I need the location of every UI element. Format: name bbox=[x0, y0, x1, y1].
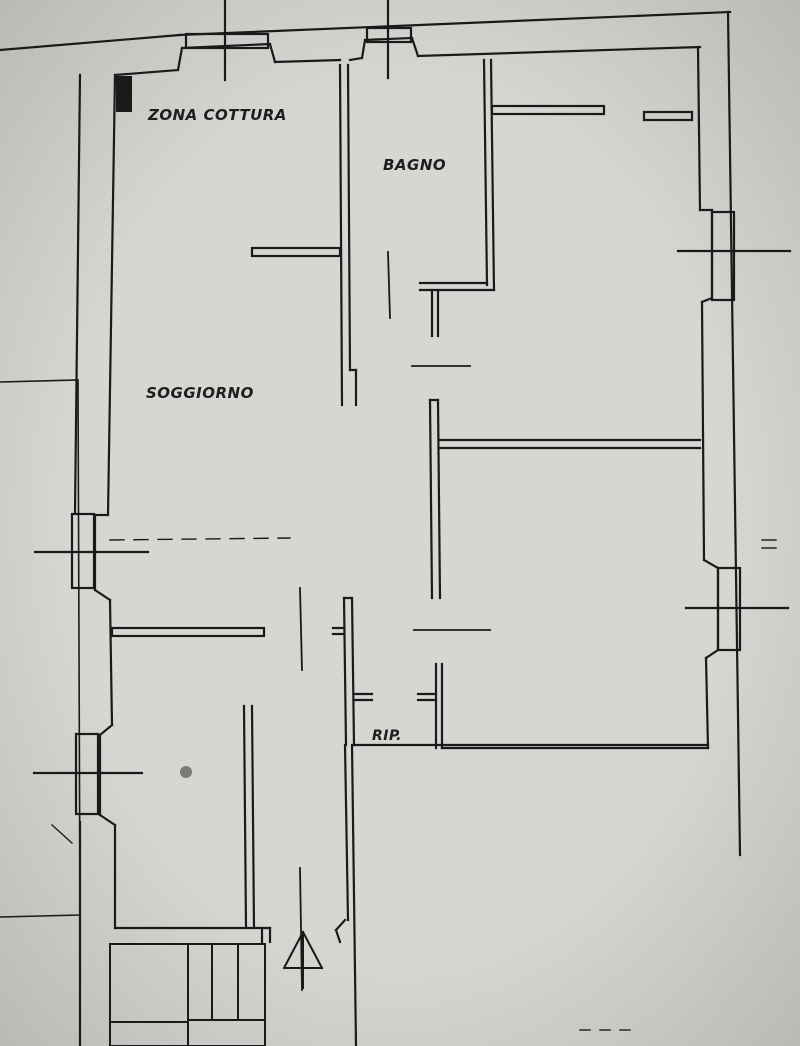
wall-bedroom-divider bbox=[438, 438, 702, 450]
wall-corridor-right bbox=[428, 398, 442, 600]
wall-kitchen-bath bbox=[338, 63, 358, 407]
window-top-kitchen bbox=[184, 0, 270, 82]
opening-markers bbox=[299, 251, 491, 991]
label-zona-cottura: ZONA COTTURA bbox=[147, 106, 287, 124]
pencil-dot bbox=[180, 766, 192, 778]
wall-storage bbox=[331, 596, 710, 750]
wall-entrance-right bbox=[334, 743, 358, 1046]
label-soggiorno: SOGGIORNO bbox=[146, 384, 254, 402]
label-bagno: BAGNO bbox=[383, 156, 446, 174]
window-top-bathroom bbox=[365, 0, 413, 80]
wall-lower-left-room bbox=[110, 626, 272, 944]
entrance-arrow-icon bbox=[282, 930, 324, 989]
window-left-lower bbox=[32, 732, 144, 816]
window-right-lower bbox=[684, 566, 790, 652]
dashed-division-line bbox=[109, 537, 291, 541]
label-ripostiglio: RIP. bbox=[372, 728, 402, 744]
window-left-living bbox=[33, 512, 150, 590]
neighbor-building-left bbox=[0, 379, 81, 918]
window-right-upper bbox=[676, 210, 792, 302]
wall-bedroom1-top bbox=[490, 104, 694, 122]
small-marks bbox=[51, 539, 777, 1031]
kitchen-corner-mark bbox=[116, 76, 132, 112]
wall-bath-right bbox=[418, 58, 496, 338]
stairs-landing bbox=[109, 943, 266, 1046]
wall-stub-living bbox=[250, 246, 342, 258]
